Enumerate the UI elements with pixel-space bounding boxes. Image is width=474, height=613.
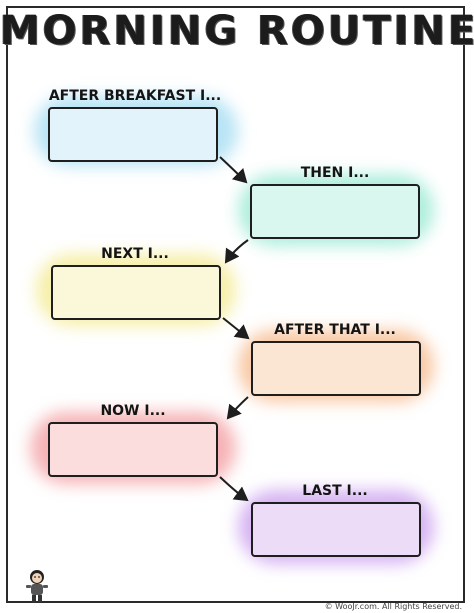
step-4-answer-box[interactable] [251,341,421,396]
mascot-icon [26,570,48,603]
step-2-answer-box[interactable] [250,184,420,239]
step-6-label: LAST I... [302,483,368,499]
copyright-footer: © WooJr.com. All Rights Reserved. [324,602,462,611]
step-3-label: NEXT I... [101,246,169,262]
step-5-answer-box[interactable] [48,422,218,477]
step-5-label: NOW I... [100,403,166,419]
step-3-answer-box[interactable] [51,265,221,320]
page-title: MORNING ROUTINE [0,8,474,54]
step-1-answer-box[interactable] [48,107,218,162]
step-1-label: AFTER BREAKFAST I... [48,88,222,104]
step-4-label: AFTER THAT I... [274,322,396,338]
step-6-answer-box[interactable] [251,502,421,557]
step-2-label: THEN I... [300,165,370,181]
